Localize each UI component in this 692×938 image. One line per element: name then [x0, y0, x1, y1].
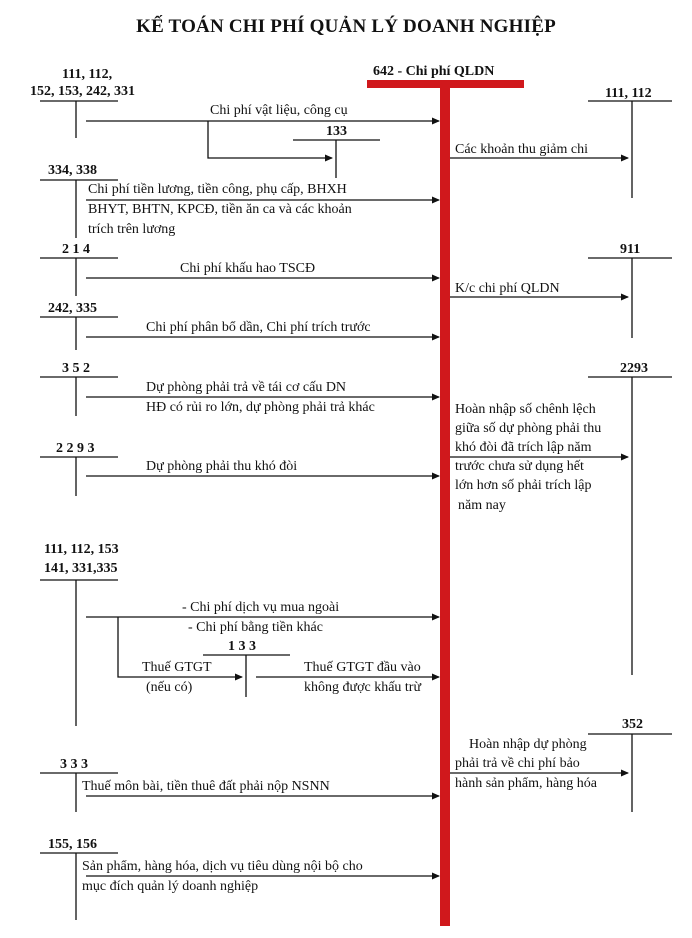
page-title: KẾ TOÁN CHI PHÍ QUẢN LÝ DOANH NGHIỆP	[136, 16, 556, 37]
label-du-phong-1: Dự phòng phải trả về tái cơ cấu DN	[146, 380, 347, 395]
label-noi-bo-1: Sản phẩm, hàng hóa, dịch vụ tiêu dùng nộ…	[82, 859, 363, 874]
label-thu-giam: Các khoản thu giảm chi	[455, 142, 588, 157]
arrow-thue-gtgt	[117, 617, 243, 681]
account-111-line1: 111, 112,	[62, 67, 113, 82]
label-bao-hanh-1: Hoàn nhập dự phòng	[469, 737, 587, 752]
account-242: 242, 335	[48, 301, 97, 316]
label-thue-gtgt-1: Thuế GTGT	[142, 660, 212, 675]
label-noi-bo-2: mục đích quản lý doanh nghiệp	[82, 879, 259, 894]
account-133-top: 133	[326, 124, 347, 139]
t-account-642	[367, 80, 524, 926]
label-tien-luong-2: BHYT, BHTN, KPCĐ, tiền ăn ca và các khoả…	[88, 202, 352, 217]
label-hoan-nhap-4: trước chưa sử dụng hết	[455, 459, 584, 474]
label-thue-khong-2: không được khấu trừ	[304, 680, 422, 695]
label-bao-hanh-3: hành sản phẩm, hàng hóa	[455, 776, 597, 791]
label-tien-luong-1: Chi phí tiền lương, tiền công, phụ cấp, …	[88, 182, 347, 197]
account-642: 642 - Chi phí QLDN	[373, 64, 495, 79]
label-khau-hao: Chi phí khấu hao TSCĐ	[180, 261, 316, 276]
account-r2293: 2293	[620, 361, 648, 376]
account-334: 334, 338	[48, 163, 97, 178]
account-r911: 911	[620, 242, 641, 257]
label-hoan-nhap-5: lớn hơn số phải trích lập	[455, 478, 592, 493]
label-bao-hanh-2: phải trả về chi phí bảo	[455, 756, 580, 771]
label-kho-doi: Dự phòng phải thu khó đòi	[146, 459, 298, 474]
account-333: 3 3 3	[60, 757, 88, 772]
account-214: 2 1 4	[62, 242, 90, 257]
account-155: 155, 156	[48, 837, 97, 852]
label-hoan-nhap-1: Hoàn nhập số chênh lệch	[455, 402, 596, 417]
label-vat-lieu: Chi phí vật liệu, công cụ	[210, 103, 348, 118]
label-thue-gtgt-2: (nếu có)	[146, 680, 193, 695]
label-thue-khong-1: Thuế GTGT đầu vào	[304, 660, 421, 675]
label-tien-luong-3: trích trên lương	[88, 222, 176, 237]
account-133-mid: 1 3 3	[228, 639, 256, 654]
arrow-vat-lieu-133	[207, 121, 333, 162]
label-tien-khac: - Chi phí bằng tiền khác	[188, 620, 323, 635]
account-352: 3 5 2	[62, 361, 90, 376]
label-hoan-nhap-3: khó đòi đã trích lập năm	[455, 440, 592, 455]
label-hoan-nhap-2: giữa số dự phòng phải thu	[455, 421, 602, 436]
account-r111: 111, 112	[605, 86, 652, 101]
account-111b-line2: 141, 331,335	[44, 561, 118, 576]
label-dich-vu: - Chi phí dịch vụ mua ngoài	[182, 600, 340, 615]
account-111b-line1: 111, 112, 153	[44, 542, 119, 557]
label-mon-bai: Thuế môn bài, tiền thuê đất phải nộp NSN…	[82, 779, 330, 794]
label-phan-bo: Chi phí phân bổ dần, Chi phí trích trước	[146, 320, 371, 335]
label-hoan-nhap-6: năm nay	[458, 498, 506, 513]
account-2293-left: 2 2 9 3	[56, 441, 95, 456]
label-kc: K/c chi phí QLDN	[455, 281, 560, 296]
account-111-line2: 152, 153, 242, 331	[30, 84, 135, 99]
label-du-phong-2: HĐ có rủi ro lớn, dự phòng phải trả khác	[146, 400, 375, 415]
account-r352: 352	[622, 717, 643, 732]
